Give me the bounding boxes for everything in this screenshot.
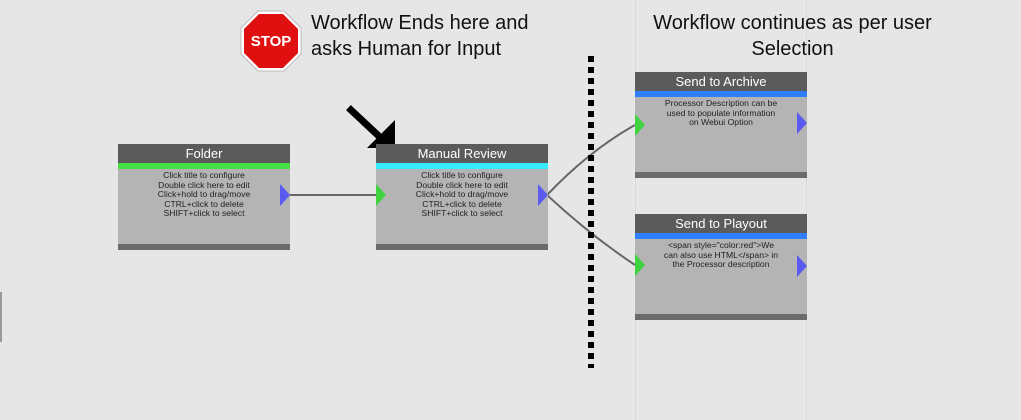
node-send-to-playout[interactable]: Send to Playout <span style="color:red">…	[635, 214, 807, 320]
left-caption-line2: asks Human for Input	[311, 38, 502, 60]
node-send-to-playout-footer	[635, 314, 807, 320]
node-send-to-archive-input-port-icon[interactable]	[635, 114, 645, 136]
node-send-to-playout-accent	[635, 233, 807, 239]
grid-line	[635, 0, 636, 420]
node-manual-review-output-port-icon[interactable]	[538, 184, 548, 206]
right-caption: Workflow continues as per user Selection	[620, 10, 965, 62]
node-manual-review-accent	[376, 163, 548, 169]
node-folder-body[interactable]: Click title to configure Double click he…	[157, 170, 251, 218]
node-folder[interactable]: Folder Click title to configure Double c…	[118, 144, 290, 250]
node-manual-review-input-port-icon[interactable]	[376, 184, 386, 206]
node-manual-review-body[interactable]: Click title to configure Double click he…	[415, 170, 509, 218]
node-manual-review-footer	[376, 244, 548, 250]
node-send-to-archive-accent	[635, 91, 807, 97]
node-send-to-archive-body[interactable]: Processor Description can be used to pop…	[664, 98, 778, 127]
node-send-to-playout-input-port-icon[interactable]	[635, 254, 645, 276]
node-send-to-archive-output-port-icon[interactable]	[797, 112, 807, 134]
node-send-to-playout-output-port-icon[interactable]	[797, 255, 807, 277]
pointer-arrow-icon	[346, 105, 395, 148]
left-caption-line1: Workflow Ends here and	[311, 12, 529, 34]
right-caption-line1: Workflow continues as per user	[653, 12, 932, 34]
node-send-to-playout-title[interactable]: Send to Playout	[635, 214, 807, 233]
node-send-to-playout-body[interactable]: <span style="color:red">We can also use …	[663, 240, 779, 269]
canvas-edge-marker	[0, 292, 2, 342]
node-send-to-archive-title[interactable]: Send to Archive	[635, 72, 807, 91]
node-manual-review[interactable]: Manual Review Click title to configure D…	[376, 144, 548, 250]
right-caption-line2: Selection	[751, 38, 834, 60]
node-folder-accent	[118, 163, 290, 169]
stop-sign-icon: STOP	[240, 10, 302, 72]
node-folder-title[interactable]: Folder	[118, 144, 290, 163]
node-send-to-archive-footer	[635, 172, 807, 178]
stop-sign-text: STOP	[251, 33, 292, 50]
node-folder-output-port-icon[interactable]	[280, 184, 290, 206]
left-caption: Workflow Ends here and asks Human for In…	[311, 10, 529, 62]
dotted-divider	[588, 56, 594, 368]
node-manual-review-title[interactable]: Manual Review	[376, 144, 548, 163]
node-send-to-archive[interactable]: Send to Archive Processor Description ca…	[635, 72, 807, 178]
grid-line	[806, 0, 807, 420]
node-folder-footer	[118, 244, 290, 250]
